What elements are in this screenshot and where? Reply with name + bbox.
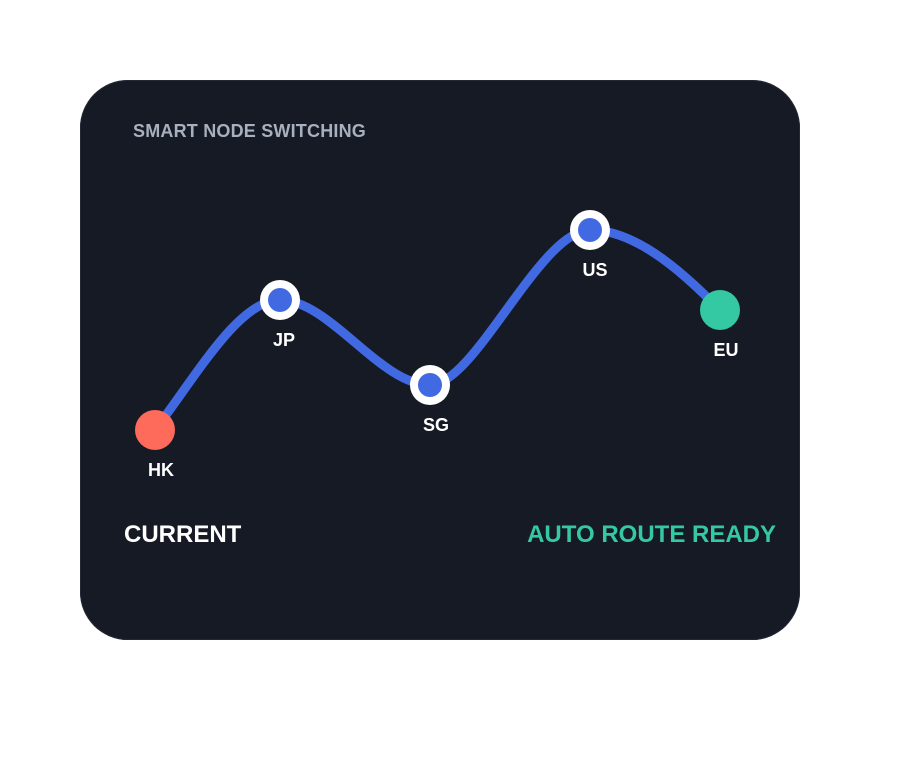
node-sg-label: SG bbox=[423, 415, 449, 435]
current-status-label: CURRENT bbox=[124, 521, 242, 548]
node-us-marker bbox=[578, 218, 602, 242]
node-hk-marker bbox=[135, 410, 175, 450]
node-eu-label: EU bbox=[713, 340, 738, 360]
card-title: SMART NODE SWITCHING bbox=[133, 121, 366, 141]
route-card: SMART NODE SWITCHING HK JP SG US EU CURR… bbox=[80, 80, 800, 640]
route-diagram: HK JP SG US EU bbox=[135, 210, 740, 480]
node-jp-label: JP bbox=[273, 330, 295, 350]
auto-route-status: AUTO ROUTE READY bbox=[527, 521, 776, 548]
node-eu-marker bbox=[700, 290, 740, 330]
node-hk-label: HK bbox=[148, 460, 174, 480]
node-sg-marker bbox=[418, 373, 442, 397]
node-jp-marker bbox=[268, 288, 292, 312]
node-us-label: US bbox=[582, 260, 607, 280]
